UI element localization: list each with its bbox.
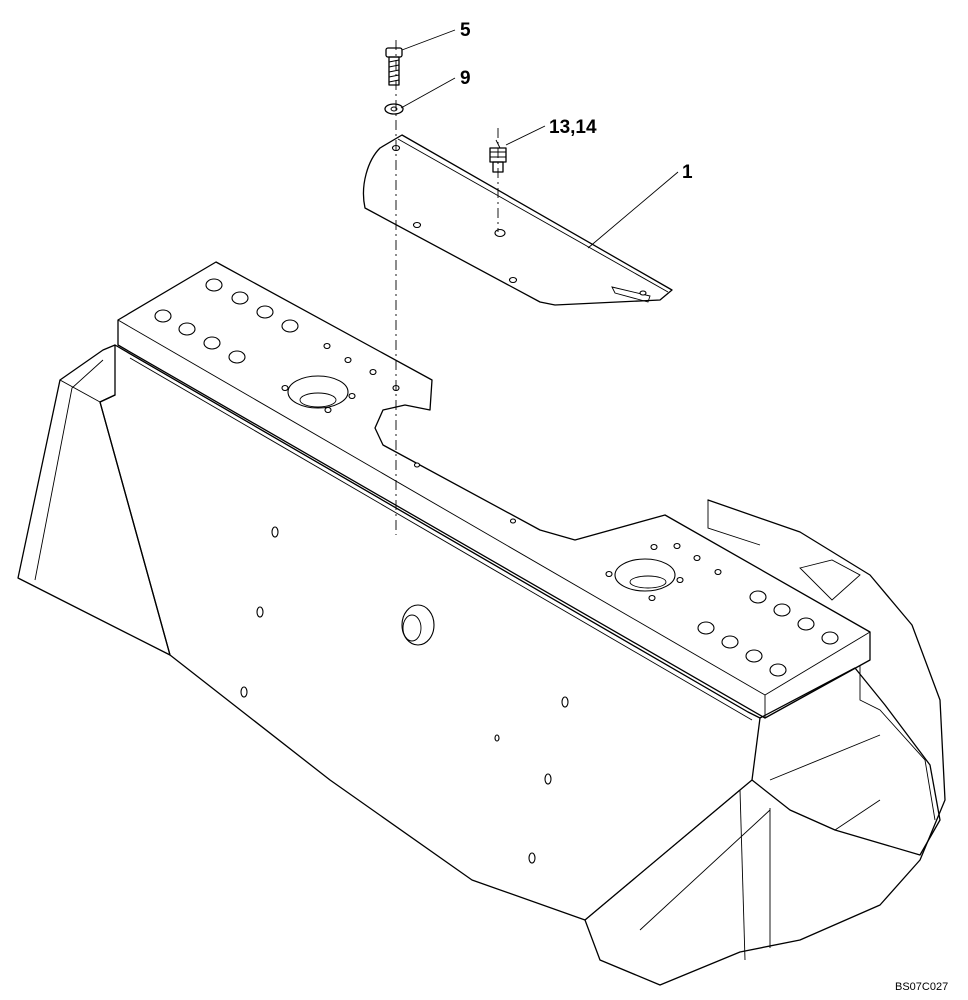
washer (384, 103, 404, 115)
leader-lines (400, 29, 679, 249)
callout-1: 1 (682, 162, 693, 183)
callout-9: 9 (460, 68, 471, 89)
bolt (385, 47, 403, 86)
callout-13-14: 13,14 (549, 117, 597, 138)
bolt-hole-pattern-right (605, 542, 839, 677)
figure-code: BS07C027 (895, 981, 948, 993)
counterweight-body (17, 261, 946, 986)
front-face-holes (240, 526, 569, 864)
bolt-hole-pattern-left (154, 278, 517, 524)
cover-plate (362, 134, 673, 306)
callout-5: 5 (460, 20, 471, 41)
assembly-centerlines (395, 40, 499, 535)
